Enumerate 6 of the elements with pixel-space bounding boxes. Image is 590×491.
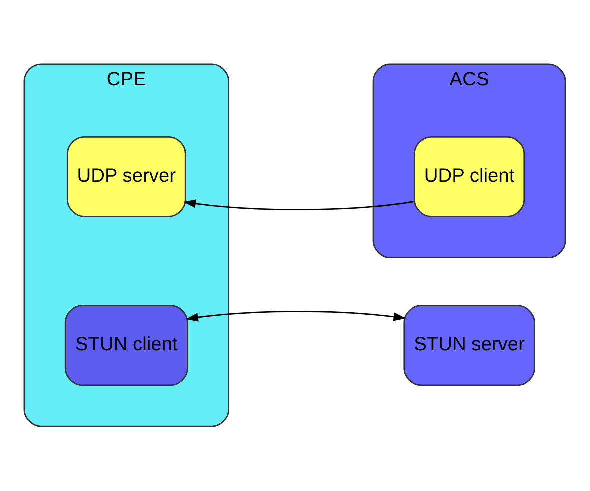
arrow xyxy=(184,200,415,210)
node-box: STUN server xyxy=(404,305,536,386)
arrow xyxy=(186,311,406,322)
node-box: STUN client xyxy=(64,305,188,386)
node-box: UDP client xyxy=(414,136,526,218)
node-box: UDP server xyxy=(66,136,186,218)
